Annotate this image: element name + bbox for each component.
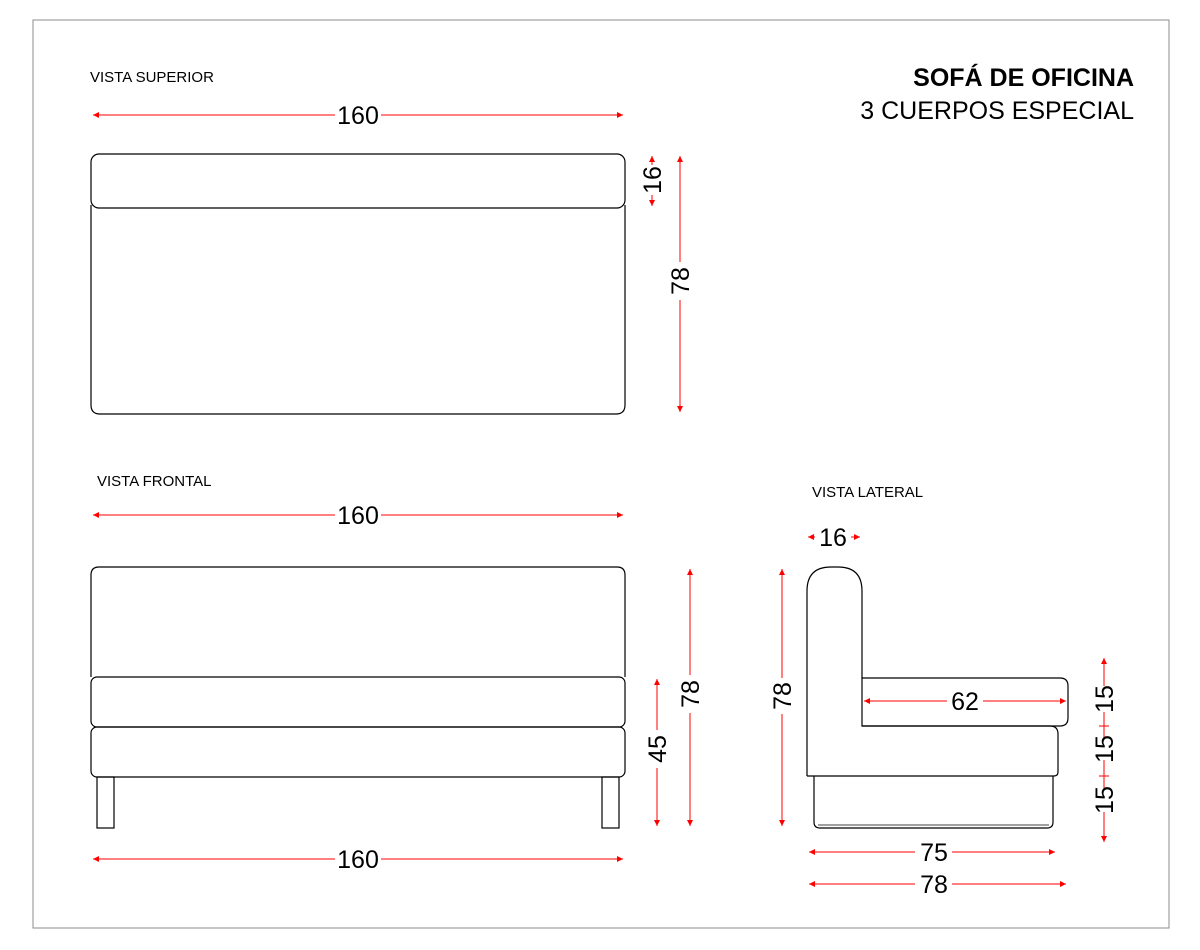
dim-side-seat-value: 62 <box>951 688 979 716</box>
dim-top-width-value: 160 <box>337 102 379 130</box>
front-base <box>90 726 626 778</box>
top-view <box>90 153 626 415</box>
front-seat-cushion <box>90 676 626 728</box>
top-backrest-outline <box>90 153 626 209</box>
side-base-outline <box>807 725 1059 777</box>
view-label-top: VISTA SUPERIOR <box>90 69 214 86</box>
dim-front-width-bottom-value: 160 <box>337 846 379 874</box>
dim-side-height-value: 78 <box>769 682 797 710</box>
dimension-lines <box>93 112 1109 887</box>
dim-front-height-value: 78 <box>677 680 705 708</box>
view-label-front: VISTA FRONTAL <box>97 473 212 490</box>
dim-side-base-lower-value: 15 <box>1091 786 1119 814</box>
sheet-border <box>32 19 1170 929</box>
top-seat-outline <box>90 205 626 415</box>
front-leg-left <box>96 776 115 829</box>
drawing-title: SOFÁ DE OFICINA <box>913 64 1134 92</box>
drawing-subtitle: 3 CUERPOS ESPECIAL <box>860 97 1134 125</box>
dim-side-base-value: 75 <box>920 839 948 867</box>
side-plinth <box>813 776 1054 829</box>
dim-top-depth-value: 78 <box>667 267 695 295</box>
front-view <box>90 566 626 829</box>
dim-front-width-top-value: 160 <box>337 502 379 530</box>
dimension-values: 160 16 78 160 78 45 160 16 78 62 15 15 1… <box>337 102 1119 899</box>
dim-side-total-value: 78 <box>920 871 948 899</box>
side-body-outline <box>806 566 863 776</box>
dim-side-back-value: 16 <box>819 524 847 552</box>
dim-front-seat-value: 45 <box>644 735 672 763</box>
side-view <box>806 566 1069 829</box>
dim-side-cushion-upper-value: 15 <box>1091 685 1119 713</box>
side-seat-cushion <box>861 677 1069 727</box>
view-label-side: VISTA LATERAL <box>812 484 924 501</box>
front-backrest-outline <box>90 566 626 677</box>
dim-side-cushion-middle-value: 15 <box>1091 735 1119 763</box>
dim-top-backrest-value: 16 <box>639 166 667 194</box>
front-leg-right <box>601 776 620 829</box>
